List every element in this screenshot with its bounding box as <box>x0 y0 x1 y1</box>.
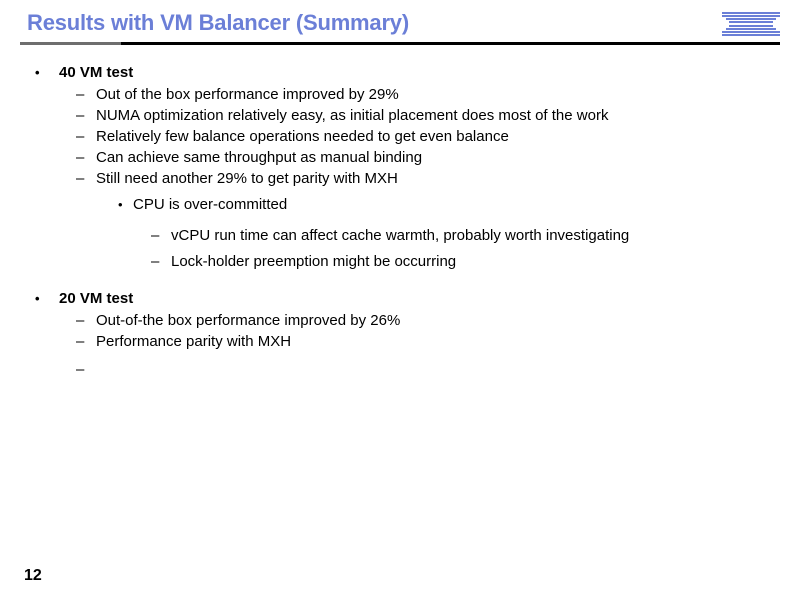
bullet-marker: – <box>76 333 85 350</box>
ibm-logo-bar <box>729 21 773 24</box>
bullet-text: Still need another 29% to get parity wit… <box>96 170 398 187</box>
ibm-logo-bar <box>726 18 776 21</box>
bullet-text: Out of the box performance improved by 2… <box>96 86 399 103</box>
bullet-marker: – <box>76 86 85 103</box>
ibm-logo-bar <box>722 33 780 36</box>
bullet-line-level-4: –vCPU run time can affect cache warmth, … <box>0 223 800 249</box>
bullet-line-level-1: • 40 VM test <box>0 62 800 84</box>
bullet-marker: – <box>76 361 85 378</box>
bullet-marker: – <box>151 253 160 270</box>
bullet-line-level-2: –Relatively few balance operations neede… <box>0 126 800 147</box>
slide-body: •40 VM test–Out of the box performance i… <box>0 62 800 380</box>
bullet-marker: – <box>151 227 160 244</box>
bullet-marker: – <box>76 149 85 166</box>
bullet-marker: – <box>76 128 85 145</box>
bullet-line-level-1: • 20 VM test <box>0 288 800 310</box>
page-title: Results with VM Balancer (Summary) <box>27 10 409 35</box>
bullet-marker: – <box>76 170 85 187</box>
bullet-marker: • <box>35 291 40 306</box>
bullet-marker: • <box>35 65 40 80</box>
ibm-logo-icon <box>722 12 780 36</box>
bullet-line-level-2: –Performance parity with MXH <box>0 331 800 352</box>
bullet-text: CPU is over-committed <box>133 196 288 213</box>
bullet-line-level-2: –Still need another 29% to get parity wi… <box>0 168 800 189</box>
title-divider-rule <box>20 42 780 45</box>
divider-gray-segment <box>20 42 121 45</box>
bullet-line-level-2: –Out-of-the box performance improved by … <box>0 310 800 331</box>
bullet-text: Can achieve same throughput as manual bi… <box>96 149 423 166</box>
bullet-line-level-2: –NUMA optimization relatively easy, as i… <box>0 105 800 126</box>
bullet-line-level-4: –Lock-holder preemption might be occurri… <box>0 249 800 275</box>
bullet-line-level-2: –Out of the box performance improved by … <box>0 84 800 105</box>
bullet-text: NUMA optimization relatively easy, as in… <box>96 107 609 124</box>
ibm-logo-bar <box>726 27 776 30</box>
bullet-text: Performance parity with MXH <box>96 333 292 350</box>
bullet-text: Lock-holder preemption might be occurrin… <box>171 253 457 270</box>
bullet-line-level-3: • CPU is over-committed <box>0 192 800 217</box>
divider-black-segment <box>121 42 780 45</box>
page-number: 12 <box>24 567 42 584</box>
bullet-marker: – <box>76 107 85 124</box>
bullet-marker: – <box>76 312 85 329</box>
ibm-logo-bar <box>729 24 773 27</box>
bullet-text: 40 VM test <box>59 64 134 81</box>
bullet-text: Relatively few balance operations needed… <box>96 128 509 145</box>
ibm-logo-bar <box>722 30 780 33</box>
bullet-line-level-2: –Can achieve same throughput as manual b… <box>0 147 800 168</box>
ibm-logo-bar <box>722 12 780 14</box>
ibm-logo-bar <box>722 15 780 18</box>
bullet-marker: • <box>118 197 123 212</box>
bullet-text: vCPU run time can affect cache warmth, p… <box>171 227 630 244</box>
bullet-text: 20 VM test <box>59 290 134 307</box>
bullet-text: Out-of-the box performance improved by 2… <box>96 312 401 329</box>
bullet-line-level-2: – <box>0 359 800 380</box>
